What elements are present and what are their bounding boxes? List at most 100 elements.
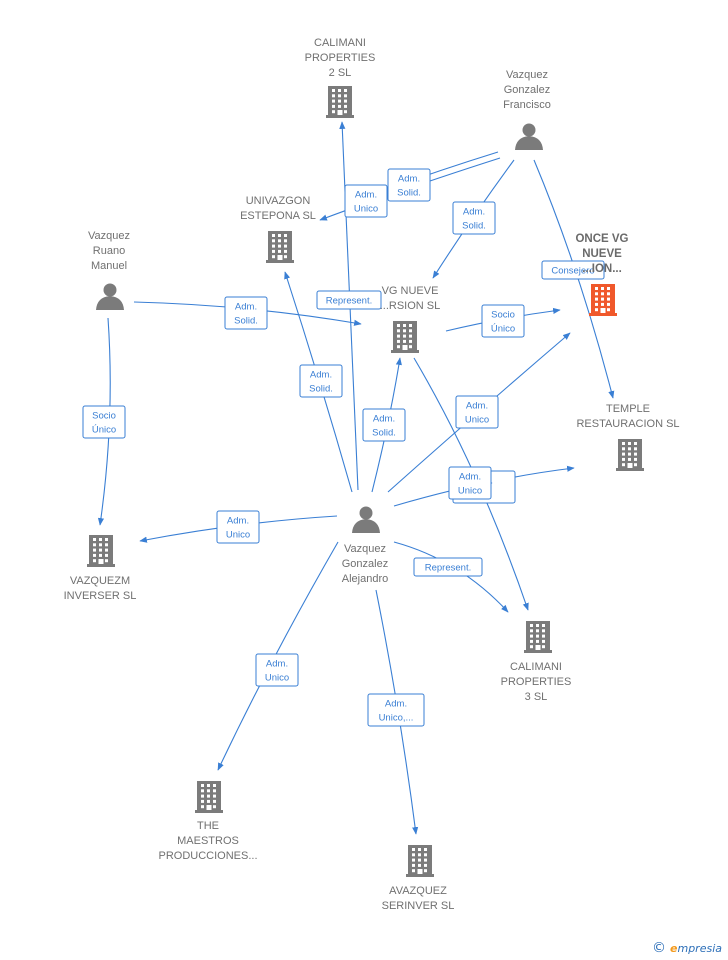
edge-label[interactable]: Adm.Solid. bbox=[299, 364, 343, 398]
node-avazquez[interactable]: AVAZQUEZ SERINVER SL bbox=[382, 845, 455, 912]
edge-label-box bbox=[299, 364, 343, 398]
edge-label-box bbox=[541, 260, 605, 280]
edge-label-text: Unico bbox=[465, 415, 489, 426]
node-label: CALIMANI bbox=[510, 661, 562, 673]
copyright-symbol: © bbox=[652, 940, 667, 956]
brand-watermark: ©empresia bbox=[652, 940, 722, 956]
node-label: Alejandro bbox=[342, 573, 388, 585]
edge-label-text: Socio bbox=[92, 411, 116, 422]
node-maestros[interactable]: THEMAESTROSPRODUCCIONES... bbox=[158, 781, 258, 862]
edge-label-text: Unico,... bbox=[379, 713, 414, 724]
edge-label-text: Único bbox=[92, 425, 116, 436]
building-icon bbox=[391, 321, 419, 353]
node-label: Vazquez bbox=[506, 69, 548, 81]
node-label: VG NUEVE bbox=[382, 285, 439, 297]
node-label: ...RSION SL bbox=[380, 300, 441, 312]
edge-label-text: Solid. bbox=[372, 428, 396, 439]
edge-label-box bbox=[367, 693, 425, 727]
node-vg_nueve[interactable]: VG NUEVE ...RSION SL bbox=[380, 285, 441, 353]
edge-label-box bbox=[481, 304, 525, 338]
edge-label-text: Represent. bbox=[425, 563, 471, 574]
node-label: TEMPLE bbox=[606, 403, 650, 415]
edge-label[interactable]: Adm.Unico bbox=[216, 510, 260, 544]
edge-label-text: Adm. bbox=[266, 659, 288, 670]
edge-label-text: Unico bbox=[458, 486, 482, 497]
node-label: Vazquez bbox=[88, 230, 130, 242]
node-label: 3 SL bbox=[525, 691, 548, 703]
edge-label[interactable]: Represent. bbox=[413, 557, 483, 577]
edge-label[interactable]: Adm.Unico,... bbox=[367, 693, 425, 727]
edge-label-text: Adm. bbox=[459, 472, 481, 483]
edge-label[interactable]: Adm. Unico bbox=[455, 395, 499, 429]
edge-label-text: Adm. bbox=[235, 302, 257, 313]
edge-label[interactable]: Adm.Solid. bbox=[362, 408, 406, 442]
node-vazquezm[interactable]: VAZQUEZM INVERSER SL bbox=[64, 535, 137, 602]
edge-label-text: Adm. bbox=[227, 516, 249, 527]
node-label: NUEVE bbox=[582, 248, 622, 260]
edge-label[interactable]: Consejero bbox=[541, 260, 605, 280]
node-label: PROPERTIES bbox=[305, 52, 376, 64]
edge-line bbox=[393, 541, 509, 613]
person-icon bbox=[96, 283, 124, 310]
edge-label-text: Adm. bbox=[310, 370, 332, 381]
building-icon-highlight bbox=[589, 284, 617, 316]
edge-label[interactable]: Represent. bbox=[316, 290, 382, 310]
node-temple[interactable]: TEMPLE RESTAURACION SL bbox=[576, 403, 680, 471]
node-label: AVAZQUEZ bbox=[389, 885, 447, 897]
edge-label-box bbox=[413, 557, 483, 577]
node-label: THE bbox=[197, 820, 219, 832]
edge-label[interactable]: Adm.Unico bbox=[344, 184, 388, 218]
person-icon bbox=[352, 506, 380, 533]
node-label: PRODUCCIONES... bbox=[158, 850, 257, 862]
node-calimani3[interactable]: CALIMANI PROPERTIES 3 SL bbox=[501, 621, 572, 703]
node-label: Francisco bbox=[503, 99, 551, 111]
edge-label-text: Consejero bbox=[551, 266, 594, 277]
edge-label[interactable]: Adm. Unico bbox=[448, 466, 492, 500]
edge-label-box bbox=[216, 510, 260, 544]
edge-label-text: Socio bbox=[491, 310, 515, 321]
edge-label-text: Solid. bbox=[234, 316, 258, 327]
node-once_vg[interactable]: ONCE VGNUEVE...ION... bbox=[575, 233, 629, 316]
edge-label[interactable]: Adm. Solid. bbox=[387, 168, 431, 202]
edge-label-box bbox=[224, 296, 268, 330]
node-label: PROPERTIES bbox=[501, 676, 572, 688]
building-icon bbox=[406, 845, 434, 877]
building-icon bbox=[616, 439, 644, 471]
node-label: ONCE VG bbox=[575, 233, 628, 245]
node-label: SERINVER SL bbox=[382, 900, 455, 912]
node-label: ESTEPONA SL bbox=[240, 210, 316, 222]
node-label: Ruano bbox=[93, 245, 125, 257]
edge-label-box bbox=[344, 184, 388, 218]
node-label: Manuel bbox=[91, 260, 127, 272]
edge-label[interactable]: Adm.Solid. bbox=[452, 201, 496, 235]
edge-label-box bbox=[452, 201, 496, 235]
edge-label-box bbox=[362, 408, 406, 442]
edge-label[interactable]: Adm.Unico bbox=[255, 653, 299, 687]
edge-vqz_alejandro-to-calimani3 bbox=[393, 541, 509, 613]
edge-label-text: Adm. bbox=[398, 174, 420, 185]
node-label: VAZQUEZM bbox=[70, 575, 130, 587]
node-label: Gonzalez bbox=[504, 84, 550, 96]
edge-label-box bbox=[255, 653, 299, 687]
edge-label-box bbox=[448, 466, 492, 500]
building-icon bbox=[524, 621, 552, 653]
edge-label-box bbox=[82, 405, 126, 439]
edge-label-text: Adm. bbox=[466, 401, 488, 412]
building-icon bbox=[326, 86, 354, 118]
node-label: INVERSER SL bbox=[64, 590, 137, 602]
node-label: RESTAURACION SL bbox=[576, 418, 679, 430]
edge-label[interactable]: Adm. Solid. bbox=[224, 296, 268, 330]
edge-label-text: Solid. bbox=[397, 188, 421, 199]
node-label: Gonzalez bbox=[342, 558, 388, 570]
person-icon bbox=[515, 123, 543, 150]
building-icon bbox=[266, 231, 294, 263]
